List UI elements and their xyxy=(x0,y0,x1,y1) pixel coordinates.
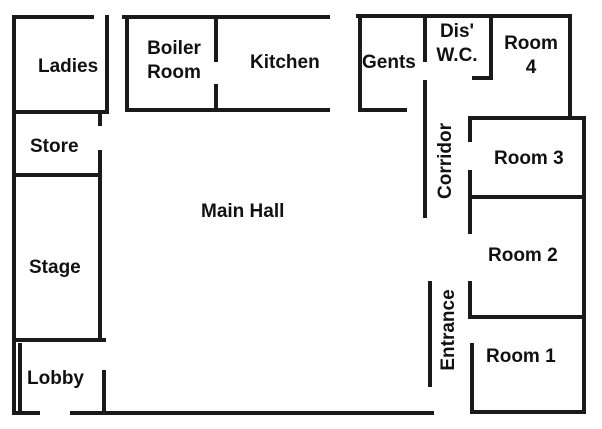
room-label-main-hall: Main Hall xyxy=(201,201,285,222)
room-label-ladies: Ladies xyxy=(38,56,99,77)
boiler-room-line-2: Room xyxy=(147,62,201,83)
room-label-kitchen: Kitchen xyxy=(250,52,320,73)
room-label-room-3: Room 3 xyxy=(494,148,564,169)
walls xyxy=(12,14,586,415)
room-label-lobby: Lobby xyxy=(27,368,84,389)
room-label-boiler-room: Boiler Room xyxy=(142,37,206,85)
dis-wc-line-2: W.C. xyxy=(436,45,478,66)
room-label-gents: Gents xyxy=(362,52,416,73)
room-label-corridor: Corridor xyxy=(435,123,456,199)
room4-line-1: Room xyxy=(504,33,558,54)
room-label-store: Store xyxy=(30,136,79,157)
room-label-room-2: Room 2 xyxy=(488,245,558,266)
room4-line-2: 4 xyxy=(525,57,537,78)
boiler-room-line-1: Boiler xyxy=(147,38,201,59)
room-label-stage: Stage xyxy=(29,257,81,278)
dis-wc-line-1: Dis' xyxy=(439,21,475,42)
room-label-entrance: Entrance xyxy=(438,289,459,371)
room-label-room-1: Room 1 xyxy=(486,346,556,367)
room-label-dis-wc: Dis' W.C. xyxy=(428,20,486,68)
room-label-room-4: Room 4 xyxy=(496,32,566,80)
